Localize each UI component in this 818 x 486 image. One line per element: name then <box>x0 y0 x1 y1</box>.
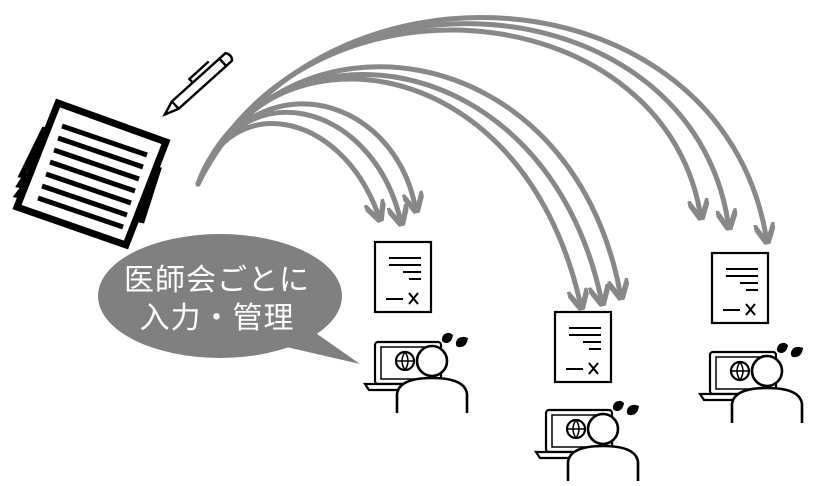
arrow <box>195 101 415 205</box>
bubble-line-2: 入力・管理 <box>139 301 295 336</box>
sweat-drops-icon <box>441 332 468 348</box>
user-at-laptop-icon <box>362 332 469 413</box>
form-document-icon <box>373 240 433 314</box>
speech-bubble-text: 医師会ごとに 入力・管理 <box>112 262 322 338</box>
speech-bubble <box>98 234 360 364</box>
sweat-drops-icon <box>612 400 639 416</box>
arrows <box>195 15 766 302</box>
arrow <box>195 15 766 236</box>
pen-icon <box>162 51 234 117</box>
sweat-drops-icon <box>776 342 803 358</box>
user-at-laptop-icon <box>533 400 640 481</box>
document-stack-icon <box>12 98 171 250</box>
arrow <box>195 27 700 212</box>
form-document-icon <box>553 310 613 384</box>
form-document-icon <box>710 251 770 325</box>
bubble-line-1: 医師会ごとに <box>124 263 310 298</box>
user-at-laptop-icon <box>697 342 804 423</box>
